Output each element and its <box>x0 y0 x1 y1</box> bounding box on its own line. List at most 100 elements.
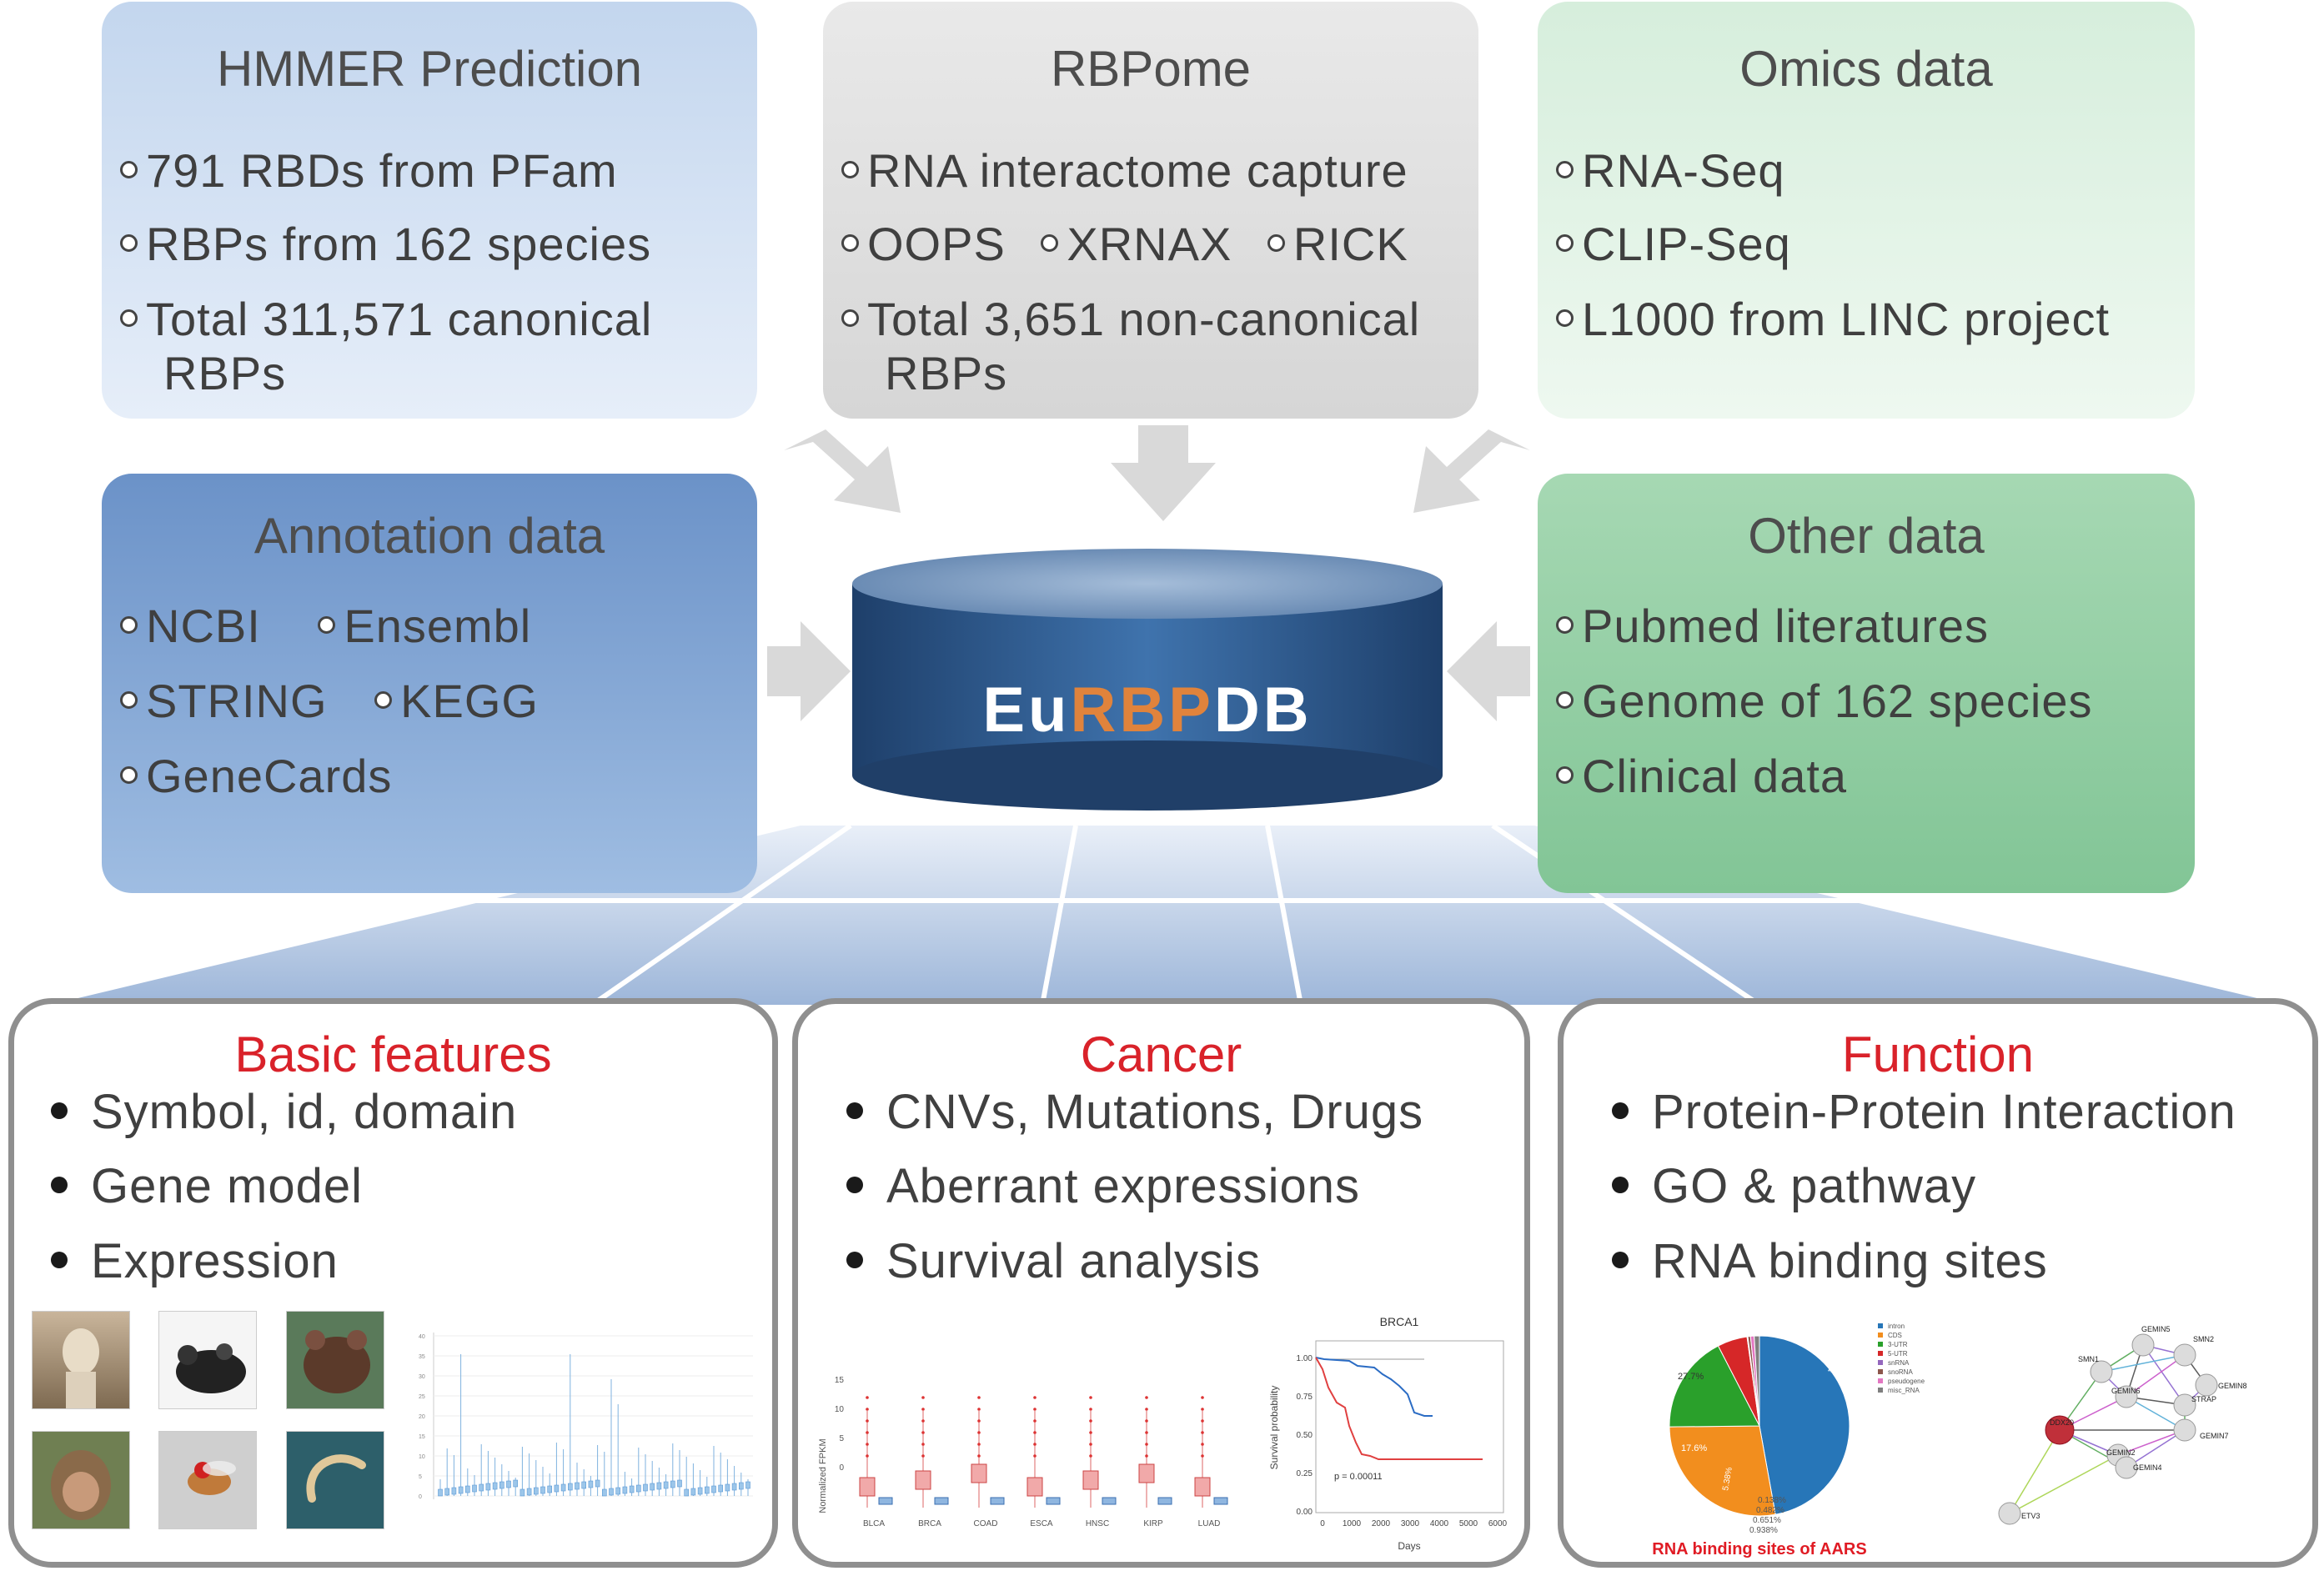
expression-box <box>534 1487 539 1495</box>
basic-features-title: Basic features <box>234 1026 552 1082</box>
expression-box <box>615 1487 620 1495</box>
survival-x-label: Days <box>1398 1540 1420 1552</box>
function-item-3: RNA binding sites <box>1612 1233 2048 1289</box>
boxplot-boxes <box>859 1396 1228 1508</box>
function-title: Function <box>1841 1026 2035 1082</box>
boxplot-box-normal <box>878 1497 893 1505</box>
svg-text:ETV3: ETV3 <box>2021 1512 2040 1520</box>
boxplot-box-normal <box>1157 1497 1172 1505</box>
expression-box <box>472 1484 477 1493</box>
expression-box <box>629 1485 635 1493</box>
survival-y-tick: 0.25 <box>1297 1469 1313 1478</box>
annotation-title: Annotation data <box>253 508 605 564</box>
boxplot-box-normal <box>1046 1497 1061 1505</box>
cancer-item-3: Survival analysis <box>846 1233 1261 1289</box>
pie-slice <box>1759 1335 1850 1515</box>
boxplot-box-normal <box>934 1497 949 1505</box>
survival-x-tick: 3000 <box>1401 1519 1420 1528</box>
fly-image <box>158 1431 257 1529</box>
boxplot-outlier <box>1145 1419 1148 1423</box>
expression-y-tick: 40 <box>419 1334 425 1340</box>
boxplot-outlier <box>1145 1431 1148 1434</box>
survival-y-tick: 0.50 <box>1297 1431 1313 1440</box>
expression-box <box>718 1484 724 1493</box>
boxplot-outlier <box>1033 1443 1037 1446</box>
expression-box <box>731 1483 737 1491</box>
boxplot-outlier <box>921 1408 925 1411</box>
boxplot-outlier <box>977 1408 981 1411</box>
expression-box <box>643 1483 648 1492</box>
basic-item-1: Symbol, id, domain <box>51 1084 517 1140</box>
expression-box <box>513 1479 518 1488</box>
circle-bullet-icon <box>1556 765 1574 784</box>
expression-box <box>588 1480 594 1488</box>
survival-y-tick: 0.75 <box>1297 1393 1313 1402</box>
boxplot-box-tumor <box>1082 1470 1099 1490</box>
survival-x-tick: 5000 <box>1459 1519 1478 1528</box>
boxplot-box-tumor <box>1194 1477 1211 1497</box>
boxplot-outlier <box>1145 1443 1148 1446</box>
omics-title: Omics data <box>1739 41 1993 97</box>
boxplot-outlier <box>866 1408 869 1411</box>
boxplot-outlier <box>977 1396 981 1399</box>
circle-bullet-icon <box>841 309 859 327</box>
function-item-1: Protein-Protein Interaction <box>1612 1084 2236 1140</box>
pie-label-2: 27.7% <box>1678 1372 1704 1382</box>
expression-box <box>656 1482 662 1490</box>
survival-y-tick: 1.00 <box>1297 1354 1313 1363</box>
boxplot-outlier <box>977 1454 981 1458</box>
rat-image <box>286 1311 384 1409</box>
rbpome-item-3: Total 3,651 non-canonical <box>841 292 1420 346</box>
pie-legend-label: intron <box>1888 1323 1905 1330</box>
rbpome-item-3-cont: RBPs <box>885 347 1008 399</box>
expression-box <box>464 1485 470 1493</box>
boxplot-outlier <box>1201 1454 1204 1458</box>
boxplot-box-tumor <box>915 1470 931 1490</box>
expression-box <box>602 1488 607 1497</box>
expression-box <box>499 1481 504 1489</box>
expression-box <box>581 1481 586 1489</box>
circle-bullet-icon <box>120 233 138 252</box>
survival-plot: BRCA1 Survival probability Days p = 0.00… <box>1268 1315 1508 1552</box>
other-item-2: Genome of 162 species <box>1556 674 2092 728</box>
boxplot-outlier <box>866 1454 869 1458</box>
basic-item-2: Gene model <box>51 1158 363 1214</box>
expression-box <box>690 1488 696 1496</box>
pie-slices <box>1669 1335 1850 1517</box>
boxplot-outlier <box>921 1419 925 1423</box>
survival-curve-high <box>1315 1357 1433 1417</box>
svg-text:DDX20: DDX20 <box>2050 1418 2074 1427</box>
boxplot-x-label: COAD <box>974 1519 998 1528</box>
svg-text:SMN1: SMN1 <box>2078 1355 2099 1363</box>
hmmer-box: HMMER Prediction 791 RBDs from PFam RBPs… <box>102 2 757 419</box>
circle-bullet-icon <box>120 160 138 178</box>
pie-legend-label: snoRNA <box>1888 1368 1913 1376</box>
pie-legend-label: pseudogene <box>1888 1378 1925 1385</box>
function-item-2: GO & pathway <box>1612 1158 1976 1214</box>
other-data-title: Other data <box>1748 508 1985 564</box>
monkey-image <box>32 1431 130 1529</box>
pie-out-1: 0.138% <box>1758 1496 1786 1505</box>
hmmer-item-3: Total 311,571 canonical <box>120 292 652 346</box>
expression-y-tick: 10 <box>419 1454 425 1460</box>
ppi-network: GEMIN5 SMN2 SMN1 GEMIN6 GEMIN8 STRAP DDX… <box>1998 1325 2247 1525</box>
boxplot-box-tumor <box>1138 1463 1155 1483</box>
svg-text:GEMIN4: GEMIN4 <box>2133 1463 2162 1472</box>
boxplot-x-label: BLCA <box>863 1519 885 1528</box>
pie-out-2: 0.482% <box>1756 1506 1784 1515</box>
annotation-box: Annotation data NCBI Ensembl STRING KEGG… <box>102 474 757 893</box>
function-panel: Function Protein-Protein Interaction GO … <box>1558 998 2318 1568</box>
pie-legend-swatch <box>1878 1333 1883 1338</box>
bullet-icon <box>1612 1176 1629 1193</box>
expression-box <box>506 1480 511 1488</box>
expression-box <box>444 1488 450 1496</box>
svg-text:GEMIN5: GEMIN5 <box>2141 1325 2171 1333</box>
circle-bullet-icon <box>1556 690 1574 709</box>
boxplot-box-normal <box>1213 1497 1228 1505</box>
bullet-icon <box>846 1176 863 1193</box>
boxplot-outlier <box>1033 1408 1037 1411</box>
